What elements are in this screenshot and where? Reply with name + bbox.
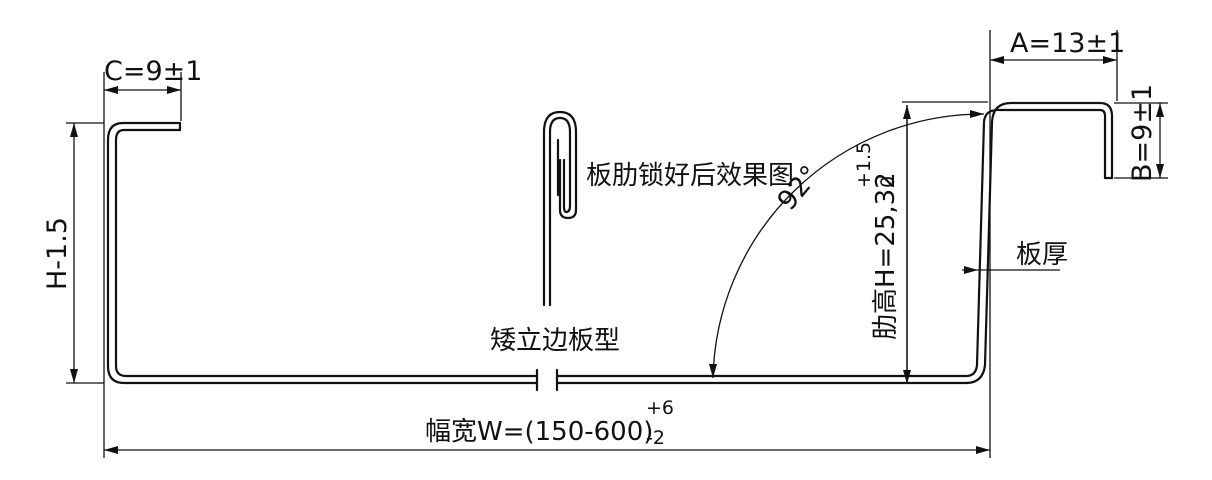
sheet-profile [106, 101, 1114, 392]
rib-height-tol-lower: 0 [877, 176, 899, 188]
profile-name-label: 矮立边板型 [490, 326, 620, 356]
rib-height-label: 肋高H=25,32 [871, 172, 901, 340]
width-tol-lower: -2 [646, 427, 665, 449]
dim-h-left-label: H-1.5 [42, 217, 73, 290]
rib-height-tol-upper: +1.5 [853, 142, 875, 188]
dimension-labels: C=9±1 A=13±1 B=9±1 H-1.5 肋高H=25,32 +1.5 … [42, 28, 1158, 449]
extension-lines [66, 30, 1168, 458]
dim-a-label: A=13±1 [1010, 28, 1125, 59]
width-tol-upper: +6 [646, 397, 674, 419]
dim-c-label: C=9±1 [104, 56, 202, 87]
dim-b-label: B=9±1 [1127, 84, 1158, 182]
thickness-label: 板厚 [1016, 240, 1068, 270]
dimension-lines [70, 56, 1164, 454]
rib-lock-detail [542, 110, 578, 307]
rib-lock-caption: 板肋锁好后效果图 [586, 161, 794, 191]
width-label: 幅宽W=(150-600) [425, 417, 653, 447]
